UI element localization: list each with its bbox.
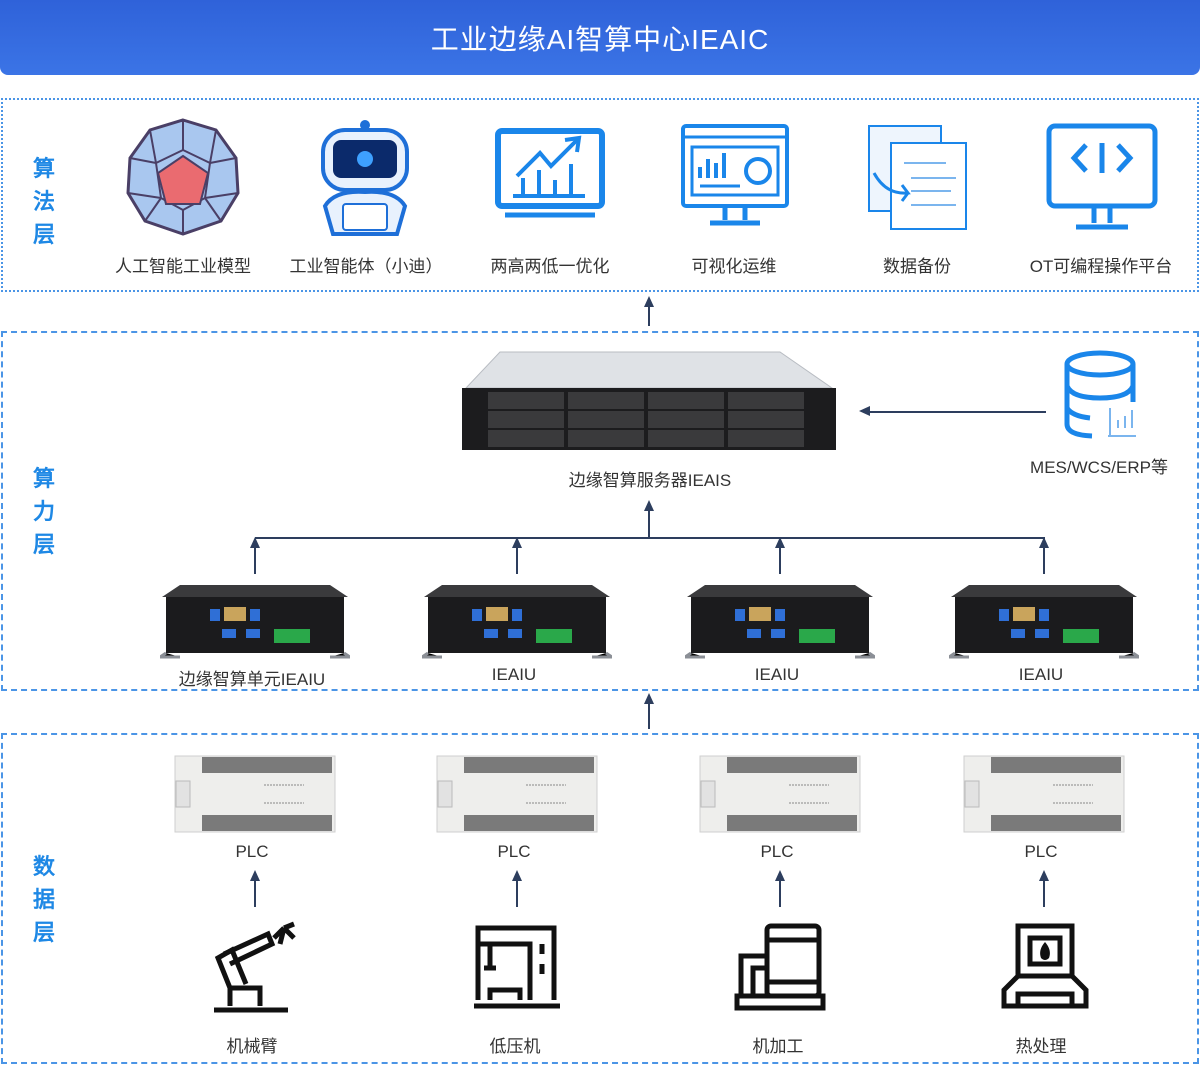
algorithm-item-label: 人工智能工业模型	[115, 257, 251, 276]
label-char: 算	[32, 156, 55, 181]
compute-layer-label: 算力层	[30, 462, 58, 561]
algorithm-item-label: OT可编程操作平台	[1029, 257, 1173, 276]
plc-image	[436, 755, 598, 833]
arrow-up-icon	[512, 870, 522, 881]
connector-line	[255, 537, 1045, 539]
arrow-up-icon	[1039, 870, 1049, 881]
robot-icon	[321, 120, 409, 236]
plc-label: PLC	[235, 842, 269, 861]
plc-label: PLC	[497, 842, 531, 861]
connector-line	[648, 305, 650, 326]
edge-unit-label: 边缘智算单元IEAIU	[178, 670, 326, 689]
robot-arm-icon	[214, 921, 296, 1013]
arrow-left-icon	[859, 406, 870, 416]
code-monitor-icon	[1046, 123, 1158, 230]
algorithm-item-label: 可视化运维	[691, 257, 777, 276]
server-label: 边缘智算服务器IEAIS	[568, 471, 732, 490]
arrow-up-icon	[775, 870, 785, 881]
label-char: 数	[32, 854, 55, 879]
arrow-up-icon	[775, 537, 785, 548]
connector-line	[648, 510, 650, 538]
polyhedron-icon	[126, 118, 240, 236]
connector-line	[648, 703, 650, 729]
machine-label: 热处理	[1015, 1037, 1067, 1056]
dashboard-monitor-icon	[681, 124, 789, 226]
compute-layer	[1, 331, 1199, 691]
label-char: 层	[32, 920, 55, 945]
connector-line	[870, 411, 1046, 413]
edge-unit-image	[949, 585, 1139, 659]
algorithm-layer-label: 算法层	[30, 152, 58, 251]
arrow-up-icon	[644, 296, 654, 307]
plc-image	[699, 755, 861, 833]
machine-label: 机械臂	[226, 1037, 278, 1056]
arrow-up-icon	[250, 537, 260, 548]
plc-image	[963, 755, 1125, 833]
algorithm-item-label: 两高两低一优化	[490, 257, 610, 276]
server-image	[462, 351, 836, 450]
arrow-up-icon	[512, 537, 522, 548]
edge-unit-label: IEAIU	[1018, 665, 1064, 684]
page-title: 工业边缘AI智算中心IEAIC	[430, 23, 770, 55]
edge-unit-label: IEAIU	[754, 665, 800, 684]
plc-label: PLC	[1024, 842, 1058, 861]
machine-label: 低压机	[489, 1037, 541, 1056]
edge-unit-label: IEAIU	[491, 665, 537, 684]
label-char: 算	[32, 466, 55, 491]
label-char: 法	[32, 189, 55, 214]
algorithm-item-label: 工业智能体（小迪）	[289, 257, 443, 276]
label-char: 层	[32, 532, 55, 557]
algorithm-item-label: 数据备份	[883, 257, 951, 276]
connector-line	[1043, 879, 1045, 907]
arrow-up-icon	[644, 693, 654, 704]
edge-unit-image	[160, 585, 350, 659]
connector-line	[516, 879, 518, 907]
arrow-up-icon	[1039, 537, 1049, 548]
machine-label: 机加工	[752, 1037, 804, 1056]
heat-treatment-icon	[1001, 923, 1089, 1009]
data-layer-label: 数据层	[30, 850, 58, 949]
connector-line	[779, 879, 781, 907]
connector-line	[254, 546, 256, 574]
external-systems-label: MES/WCS/ERP等	[1030, 458, 1168, 477]
label-char: 层	[32, 222, 55, 247]
plc-image	[174, 755, 336, 833]
data-layer	[1, 733, 1199, 1064]
arrow-up-icon	[250, 870, 260, 881]
connector-line	[254, 879, 256, 907]
machining-icon	[734, 923, 826, 1011]
plc-label: PLC	[760, 842, 794, 861]
data-backup-icon	[868, 125, 967, 230]
connector-line	[779, 546, 781, 574]
algorithm-layer	[1, 98, 1199, 292]
label-char: 力	[32, 499, 55, 524]
page-header: 工业边缘AI智算中心IEAIC	[0, 0, 1200, 75]
trend-chart-monitor-icon	[495, 128, 605, 218]
edge-unit-image	[422, 585, 612, 659]
connector-line	[1043, 546, 1045, 574]
arrow-up-icon	[644, 500, 654, 511]
edge-unit-image	[685, 585, 875, 659]
database-icon	[1064, 350, 1136, 439]
press-machine-icon	[474, 925, 560, 1009]
label-char: 据	[32, 887, 55, 912]
connector-line	[516, 546, 518, 574]
